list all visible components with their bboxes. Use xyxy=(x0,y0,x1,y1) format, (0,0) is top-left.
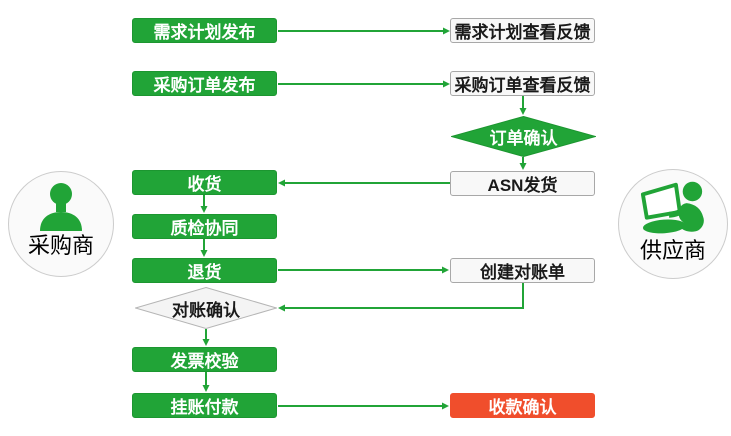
node-label: 对账确认 xyxy=(172,300,240,320)
node-label: 采购订单发布 xyxy=(153,76,256,95)
node-return-goods: 退货 xyxy=(132,258,277,283)
node-invoice-verify: 发票校验 xyxy=(132,347,277,372)
buyer-actor: 采购商 xyxy=(8,171,114,277)
node-create-statement: 创建对账单 xyxy=(450,258,595,283)
node-purchase-order-publish: 采购订单发布 xyxy=(132,71,277,96)
node-label: 挂账付款 xyxy=(170,398,239,417)
node-reconciliation-confirm: 对账确认 xyxy=(135,287,277,329)
node-label: 收款确认 xyxy=(488,398,557,417)
node-receipt-confirm: 收款确认 xyxy=(450,393,595,418)
node-label: 创建对账单 xyxy=(480,263,565,282)
node-label: 质检协同 xyxy=(170,219,239,238)
node-order-confirm: 订单确认 xyxy=(451,116,596,157)
node-demand-plan-feedback: 需求计划查看反馈 xyxy=(450,18,595,43)
supplier-actor: 供应商 xyxy=(618,169,728,279)
node-demand-plan-publish: 需求计划发布 xyxy=(132,18,277,43)
node-payment: 挂账付款 xyxy=(132,393,277,418)
buyer-label: 采购商 xyxy=(27,233,94,258)
node-label: 发票校验 xyxy=(170,352,239,371)
node-receive-goods: 收货 xyxy=(132,170,277,195)
node-asn-delivery: ASN发货 xyxy=(450,171,595,196)
node-label: 订单确认 xyxy=(489,129,558,148)
node-label: ASN发货 xyxy=(487,176,558,195)
diamond-shape xyxy=(451,116,596,157)
node-label: 需求计划查看反馈 xyxy=(454,23,591,42)
diamond-shape xyxy=(135,287,277,329)
node-quality-check: 质检协同 xyxy=(132,214,277,239)
supplier-label: 供应商 xyxy=(639,238,706,263)
person-laptop-icon xyxy=(640,181,704,234)
node-label: 需求计划发布 xyxy=(153,23,256,42)
person-icon xyxy=(40,183,82,231)
node-label: 退货 xyxy=(187,263,222,282)
node-label: 收货 xyxy=(187,175,222,194)
node-purchase-order-feedback: 采购订单查看反馈 xyxy=(450,71,595,96)
node-label: 采购订单查看反馈 xyxy=(454,76,591,95)
